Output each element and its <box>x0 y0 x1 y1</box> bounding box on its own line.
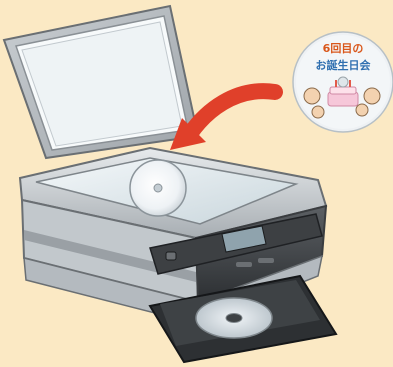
power-button <box>166 252 176 260</box>
glass-disc <box>130 160 186 216</box>
panel-button <box>258 258 274 263</box>
printed-disc: 6回目の お誕生日会 <box>293 32 393 132</box>
scanner-lid <box>4 6 198 158</box>
disc-label-line1: 6回目の <box>323 41 364 55</box>
panel-button <box>236 262 252 267</box>
disc-label-line2: お誕生日会 <box>316 58 372 72</box>
